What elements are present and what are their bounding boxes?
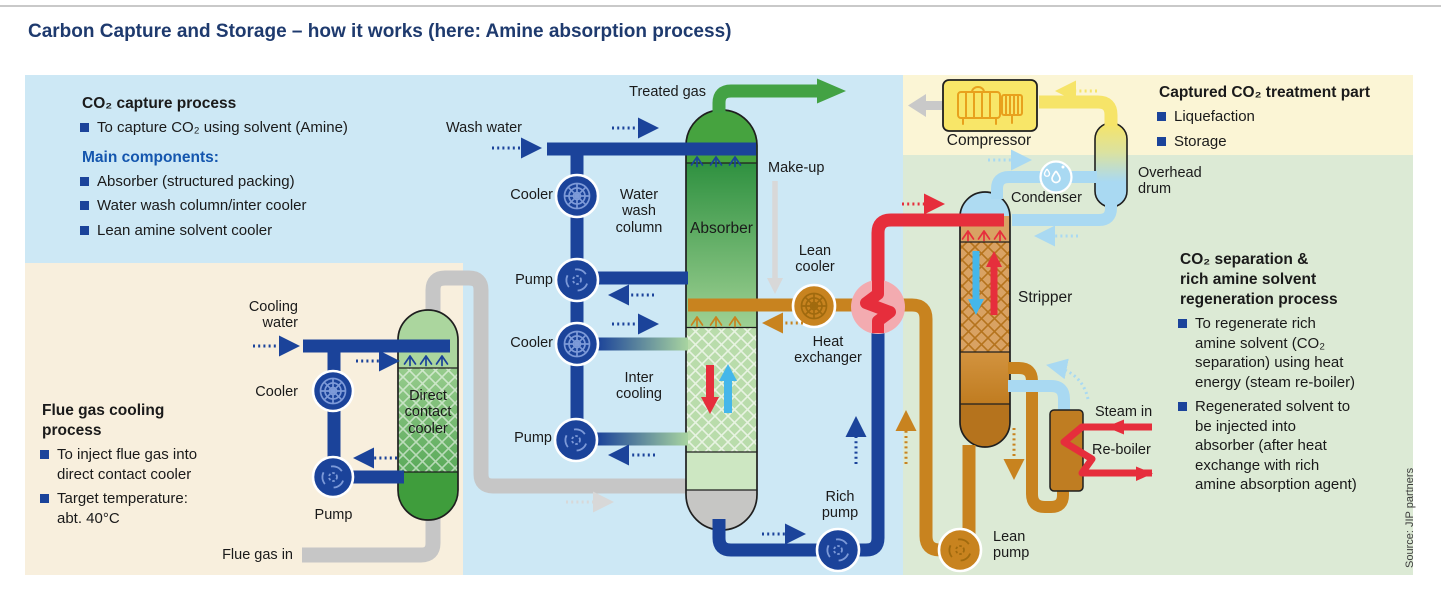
label-lean-cooler: Lean cooler bbox=[795, 243, 835, 276]
label-pump-inter: Pump bbox=[514, 430, 552, 446]
separation-heading: CO₂ separation & rich amine solvent rege… bbox=[1180, 251, 1338, 309]
label-cooler-inter: Cooler bbox=[510, 335, 553, 351]
direct-contact-cooler-column bbox=[397, 309, 459, 521]
flue-bullet: Target temperature: abt. 40°C bbox=[40, 489, 270, 528]
label-lean-pump: Lean pump bbox=[993, 529, 1030, 562]
label-treated-gas: Treated gas bbox=[629, 84, 706, 100]
compressor-unit bbox=[908, 79, 1038, 132]
compressor-icon bbox=[957, 86, 1023, 125]
label-cooler-dcc: Cooler bbox=[255, 384, 298, 400]
label-cooling-water: Cooling water bbox=[248, 299, 298, 332]
source-note: Source: JIP partners bbox=[1404, 467, 1416, 568]
label-water-wash-column: Water wash column bbox=[615, 187, 663, 236]
condenser-unit bbox=[1039, 160, 1073, 194]
label-direct-contact-cooler: Direct contact cooler bbox=[404, 388, 452, 437]
label-inter-cooling: Inter cooling bbox=[616, 370, 662, 403]
pipe-hot-rich-amine bbox=[871, 213, 1004, 288]
stripper-flow-arrows bbox=[968, 251, 1002, 315]
capture-subheading: Main components: bbox=[82, 148, 219, 166]
label-overhead-drum: Overhead drum bbox=[1138, 165, 1202, 198]
lean-cooler-unit bbox=[791, 283, 837, 329]
treatment-box: Captured CO₂ treatment part Liquefaction… bbox=[1157, 83, 1407, 156]
wash-cooler-upper bbox=[554, 173, 600, 219]
treatment-bullet: Liquefaction bbox=[1157, 107, 1407, 127]
region-flue-gas-cooling bbox=[25, 263, 463, 575]
separation-bullet: To regenerate rich amine solvent (CO₂ se… bbox=[1178, 314, 1403, 392]
co2-export-arrow bbox=[908, 94, 943, 117]
label-cooler-wash: Cooler bbox=[510, 187, 553, 203]
label-rich-pump: Rich pump bbox=[821, 489, 859, 522]
flue-gas-box: Flue gas cooling process To inject flue … bbox=[40, 401, 270, 533]
page-title: Carbon Capture and Storage – how it work… bbox=[28, 21, 732, 42]
pipe-flue-gas bbox=[302, 270, 690, 563]
inter-cooler bbox=[554, 321, 600, 367]
top-rule bbox=[0, 5, 1441, 7]
dcc-pump bbox=[311, 455, 355, 499]
stripper-column bbox=[959, 191, 1011, 448]
label-re-boiler: Re-boiler bbox=[1092, 442, 1151, 458]
steam-out-arrow bbox=[1136, 466, 1153, 481]
pipe-rich-amine bbox=[712, 330, 885, 557]
heat-exchanger bbox=[851, 276, 905, 334]
steam-in-arrow bbox=[1106, 419, 1124, 435]
steam-coil bbox=[1060, 423, 1152, 477]
label-pump-wash: Pump bbox=[515, 272, 553, 288]
capture-bullet: To capture CO₂ using solvent (Amine) bbox=[80, 118, 440, 138]
capture-heading: CO₂ capture process bbox=[82, 95, 237, 112]
pipe-co2-to-compressor bbox=[1039, 95, 1118, 126]
flue-heading: Flue gas cooling process bbox=[42, 402, 165, 440]
capture-component: Lean amine solvent cooler bbox=[80, 221, 440, 241]
label-make-up: Make-up bbox=[768, 160, 825, 176]
pipe-treated-gas bbox=[712, 78, 846, 113]
pipe-overhead-vapor bbox=[991, 171, 1117, 412]
label-wash-water: Wash water bbox=[446, 120, 523, 136]
label-compressor: Compressor bbox=[946, 132, 1032, 149]
label-flue-gas-in: Flue gas in bbox=[222, 547, 293, 563]
wash-pump-upper bbox=[554, 257, 600, 303]
inter-cooling-pump bbox=[553, 417, 599, 463]
label-heat-exchanger: Heat exchanger bbox=[794, 334, 862, 367]
capture-process-box: CO₂ capture process To capture CO₂ using… bbox=[80, 94, 440, 245]
re-boiler-unit bbox=[1049, 409, 1153, 492]
make-up-arrow bbox=[767, 181, 783, 294]
separation-bullet: Regenerated solvent to be injected into … bbox=[1178, 397, 1403, 495]
capture-component: Absorber (structured packing) bbox=[80, 172, 440, 192]
treatment-heading: Captured CO₂ treatment part bbox=[1159, 84, 1370, 101]
flue-bullet: To inject flue gas into direct contact c… bbox=[40, 445, 270, 484]
rich-pump-unit bbox=[815, 527, 861, 573]
capture-component: Water wash column/inter cooler bbox=[80, 196, 440, 216]
treatment-bullet: Storage bbox=[1157, 132, 1407, 152]
label-steam-in: Steam in bbox=[1095, 404, 1153, 420]
separation-box: CO₂ separation & rich amine solvent rege… bbox=[1178, 250, 1403, 500]
label-pump-dcc: Pump bbox=[314, 507, 353, 523]
dcc-cooler bbox=[311, 369, 355, 413]
label-absorber: Absorber bbox=[690, 220, 753, 237]
label-stripper: Stripper bbox=[1018, 289, 1073, 306]
lean-pump-unit bbox=[937, 527, 983, 573]
absorber-flow-arrows bbox=[701, 364, 737, 414]
label-condenser: Condenser bbox=[1011, 190, 1082, 206]
flow-arrows bbox=[253, 80, 1097, 545]
bullet-square bbox=[80, 123, 89, 133]
